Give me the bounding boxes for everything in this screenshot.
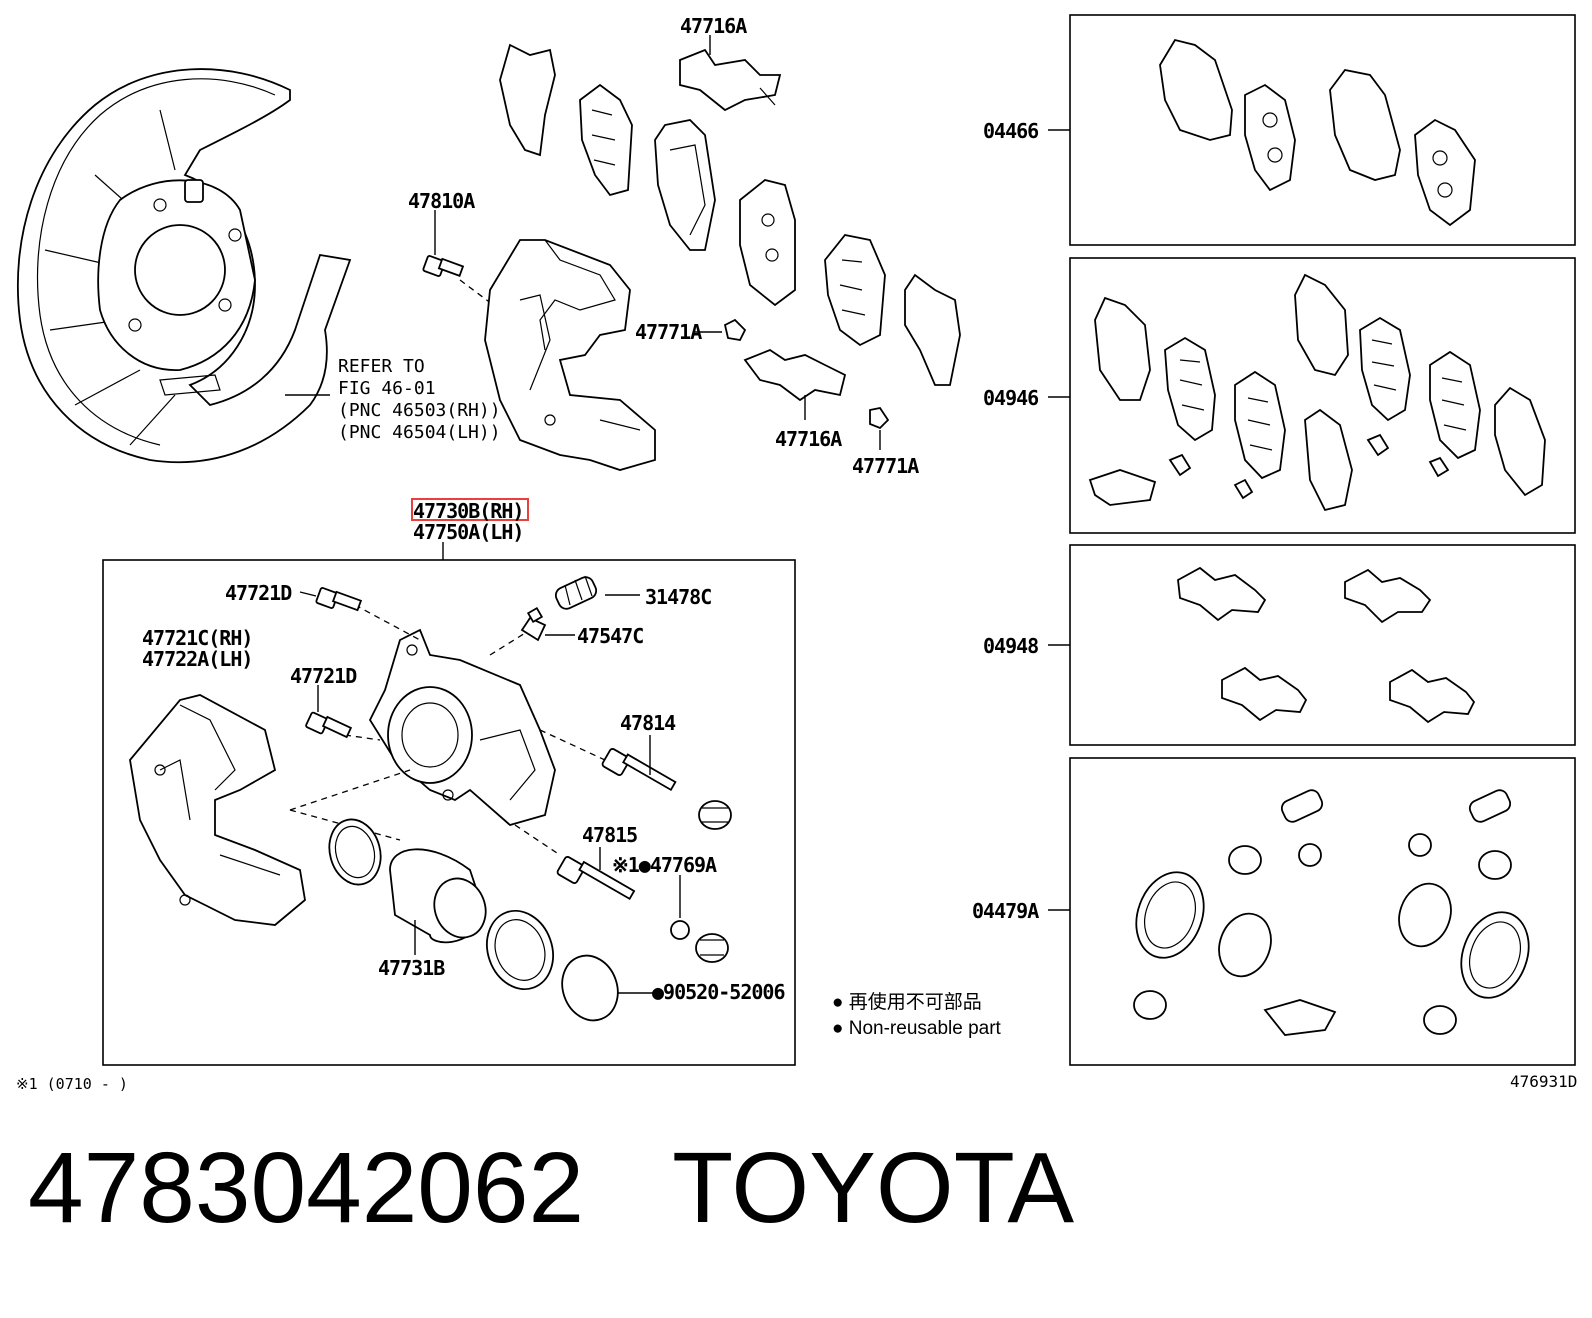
- kit-04479a-seals-drawing: [1133, 789, 1530, 1036]
- label-47771a-bottom: 47771A: [852, 454, 919, 478]
- label-kit-04479a: 04479A: [972, 899, 1039, 923]
- label-47814: 47814: [620, 711, 676, 735]
- label-47547c: 47547C: [577, 624, 643, 648]
- clip-47771a-left: [723, 318, 747, 341]
- refer-line-1: REFER TO: [338, 356, 425, 377]
- label-47716a-mid: 47716A: [775, 427, 842, 451]
- bleeder-cap-31478c: [554, 575, 598, 610]
- label-kit-04946: 04946: [983, 386, 1038, 410]
- bleeder-plug-47547c: [520, 606, 547, 642]
- refer-line-2: FIG 46-01: [338, 378, 436, 399]
- caliper-body: [368, 628, 556, 826]
- footnote: ※1 (0710 - ): [16, 1075, 128, 1093]
- label-47721c-rh: 47721C(RH): [142, 626, 252, 650]
- part-number: 4783042062: [28, 1132, 585, 1244]
- bolt-47810a: [422, 255, 465, 277]
- label-47810a: 47810A: [408, 189, 475, 213]
- kit-04466-pads-drawing: [1159, 38, 1476, 227]
- legend-japanese: ● 再使用不可部品: [832, 991, 982, 1013]
- caliper-bracket-upper: [484, 239, 656, 471]
- highlight-box: [411, 498, 529, 521]
- bolt-47721d-mid: [305, 711, 353, 739]
- label-47721d-mid: 47721D: [290, 664, 357, 688]
- label-47771a-left: 47771A: [635, 320, 702, 344]
- caliper-assembly-frame: [102, 559, 796, 1066]
- kit-frame-04466: [1069, 14, 1576, 246]
- label-47731b: 47731B: [378, 956, 445, 980]
- label-47716a-top: 47716A: [680, 14, 747, 38]
- kit-04946-pads-drawing: [1088, 273, 1546, 512]
- diagram-id: 476931D: [1510, 1072, 1577, 1091]
- label-47730b-rh: 47730B(RH): [413, 499, 523, 523]
- legend-english: ● Non-reusable part: [832, 1018, 1002, 1039]
- anti-squeal-shim-mid: [743, 348, 847, 402]
- label-47769a: ※1●47769A: [612, 853, 717, 877]
- caliper-bracket-lower: [129, 694, 306, 926]
- piston-seal-group: [328, 818, 619, 1022]
- slide-pin-47814: [601, 748, 732, 830]
- brake-pads-drawing: [499, 43, 961, 386]
- clip-47771a-bottom: [869, 406, 890, 430]
- slide-pin-47815: [556, 856, 729, 963]
- label-47815: 47815: [582, 823, 637, 847]
- kit-frame-04948: [1069, 544, 1576, 746]
- refer-line-3: (PNC 46503(RH)): [338, 400, 501, 421]
- label-kit-04948: 04948: [983, 634, 1038, 658]
- label-kit-04466: 04466: [983, 119, 1038, 143]
- label-90520-52006: ●90520-52006: [652, 980, 785, 1004]
- kit-frame-04479a: [1069, 757, 1576, 1066]
- kit-frame-04946: [1069, 257, 1576, 534]
- label-47722a-lh: 47722A(LH): [142, 647, 252, 671]
- dust-shield-drawing: [16, 68, 352, 464]
- brand-name: TOYOTA: [672, 1132, 1075, 1244]
- refer-line-4: (PNC 46504(LH)): [338, 422, 501, 443]
- label-31478c: 31478C: [645, 585, 711, 609]
- kit-04948-shims-drawing: [1177, 566, 1476, 724]
- label-47750a-lh: 47750A(LH): [413, 520, 523, 544]
- bolt-47721d-top: [315, 587, 363, 612]
- label-47721d-top: 47721D: [225, 581, 292, 605]
- anti-squeal-shim-top: [679, 48, 782, 112]
